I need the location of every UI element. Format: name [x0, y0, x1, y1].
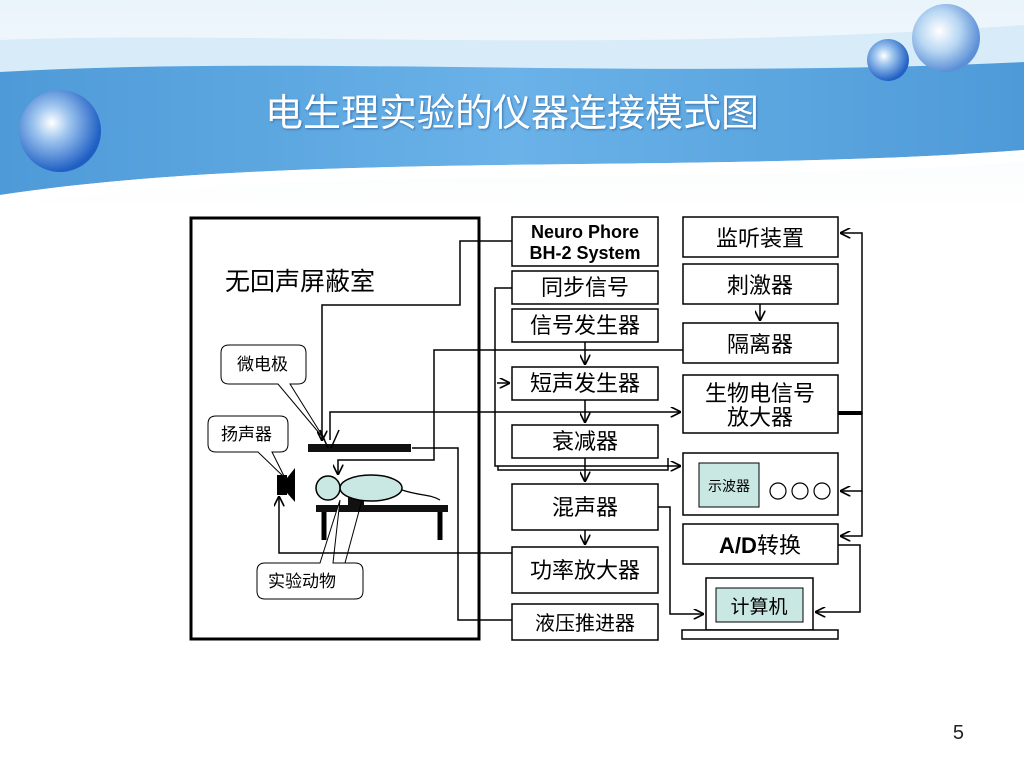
line-system-to-electrode [322, 240, 512, 440]
speaker-cone [287, 468, 295, 502]
system-label-line1: Neuro Phore [531, 222, 639, 242]
line-isolator-to-animal [338, 349, 683, 474]
orb-small-right [867, 39, 909, 81]
signal-generator-label: 信号发生器 [530, 314, 640, 339]
callout-speaker-box [207, 415, 289, 479]
short-sound-generator-label: 短声发生器 [530, 372, 640, 397]
oscilloscope-knob-3 [813, 482, 831, 500]
attenuator-label: 衰减器 [552, 430, 618, 455]
bio-amplifier-label-line1: 生物电信号 [705, 382, 815, 407]
header-white-swoosh [0, 150, 1024, 205]
short-sound-generator-box [511, 366, 659, 401]
line-sync-to-oscilloscope [494, 287, 680, 466]
bio-amplifier-box [682, 374, 839, 434]
stimulator-box [682, 263, 839, 305]
sync-signal-label: 同步信号 [541, 276, 629, 301]
isolator-label: 隔离器 [727, 333, 793, 358]
slide-title: 电生理实验的仪器连接模式图 [264, 91, 759, 135]
oscilloscope-knob-2 [791, 482, 809, 500]
oscilloscope-label: 示波器 [708, 479, 750, 495]
electrode-holder-bar [308, 444, 411, 452]
callout-microelectrode-label: 微电极 [237, 355, 288, 375]
line-ad-to-computer [816, 544, 861, 612]
header-decoration [0, 0, 1024, 210]
bioamp-output-marker [838, 411, 862, 415]
system-label-line2: BH-2 System [529, 243, 640, 263]
line-electrode-to-bioamp [329, 412, 680, 440]
attenuator-box [511, 424, 659, 459]
ad-prefix: A/D [719, 533, 757, 558]
callout-animal-label: 实验动物 [268, 572, 336, 592]
speaker-magnet [277, 475, 287, 495]
hydraulic-pusher-box [511, 603, 659, 641]
hydraulic-pusher-label: 液压推进器 [535, 611, 635, 635]
callout-animal-box [256, 499, 364, 600]
header-blue-band [0, 62, 1024, 195]
monitor-device-label: 监听装置 [716, 227, 804, 252]
computer-label: 计算机 [730, 596, 787, 618]
electrode-needle-right [330, 429, 340, 449]
animal-body [339, 474, 403, 502]
callout-speaker-label: 扬声器 [221, 425, 272, 445]
animal-tail [401, 489, 441, 501]
table-top [316, 505, 448, 512]
line-bioamp-to-monitor [838, 233, 863, 414]
orb-large-left [19, 90, 101, 172]
stimulator-label: 刺激器 [727, 274, 793, 299]
power-amplifier-label: 功率放大器 [530, 559, 640, 584]
line-holder-to-hydraulic [412, 447, 512, 621]
line-bioamp-to-ad [841, 491, 863, 536]
oscilloscope-screen [698, 462, 760, 508]
power-amplifier-box [511, 546, 659, 594]
oscilloscope-knob-1 [769, 482, 787, 500]
line-bioamp-to-oscilloscope [841, 413, 863, 491]
line-system-to-computer [497, 458, 669, 471]
computer-screen [715, 587, 804, 623]
animal-head [315, 475, 341, 501]
monitor-device-box [682, 216, 839, 258]
line-power-to-speaker [279, 497, 512, 554]
mixer-label: 混声器 [552, 496, 618, 521]
room-label: 无回声屏蔽室 [225, 267, 375, 296]
computer-base [681, 629, 839, 640]
system-box [511, 216, 659, 267]
ad-converter-label: A/D转换 [719, 533, 801, 559]
isolator-box [682, 322, 839, 364]
bio-amplifier-label-line2: 放大器 [727, 406, 793, 431]
callout-microelectrode-box [220, 344, 326, 441]
ad-converter-box [682, 523, 839, 565]
orb-top-right [912, 4, 980, 72]
line-mixer-to-computer [658, 506, 703, 614]
sync-signal-box [511, 270, 659, 305]
ad-suffix: 转换 [757, 534, 801, 559]
page-number: 5 [952, 722, 964, 744]
